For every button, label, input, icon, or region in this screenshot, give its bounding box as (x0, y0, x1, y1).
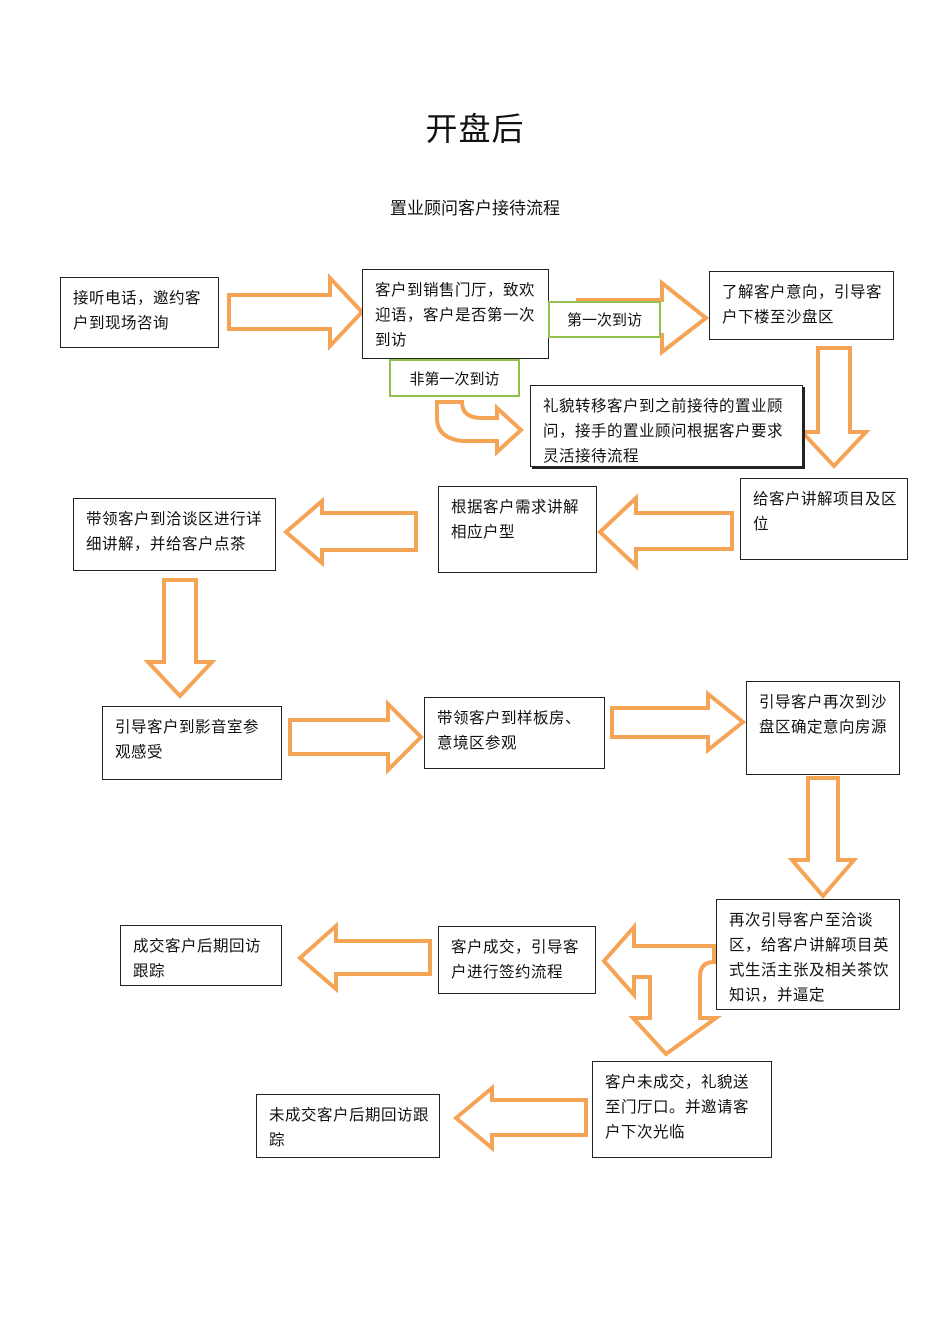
node-confirm-unit: 引导客户再次到沙盘区确定意向房源 (746, 681, 900, 775)
arrow-left-1 (597, 493, 734, 571)
arrow-curve-not-first (435, 400, 524, 457)
node-greet-customer: 客户到销售门厅，致欢迎语，客户是否第一次到访 (362, 269, 549, 359)
branch-first-visit: 第一次到访 (548, 301, 661, 338)
node-explain-unit: 根据客户需求讲解相应户型 (438, 486, 597, 573)
arrow-down-1 (797, 346, 871, 469)
node-understand-intent: 了解客户意向，引导客户下楼至沙盘区 (709, 271, 894, 340)
arrow-down-2 (143, 578, 217, 699)
node-no-deal: 客户未成交，礼貌送至门厅口。并邀请客户下次光临 (592, 1061, 772, 1158)
arrow-left-2 (282, 496, 418, 568)
arrow-left-3 (296, 921, 432, 994)
arrow-right-4 (610, 689, 747, 755)
node-receive-call: 接听电话，邀约客户到现场咨询 (60, 277, 219, 348)
node-deal-followup: 成交客户后期回访跟踪 (120, 925, 282, 986)
node-explain-project: 给客户讲解项目及区位 (740, 478, 908, 560)
node-transfer-consultant: 礼貌转移客户到之前接待的置业顾问，接手的置业顾问根据客户要求灵活接待流程 (530, 385, 803, 467)
node-no-deal-followup: 未成交客户后期回访跟踪 (256, 1094, 440, 1158)
arrow-right-3 (288, 699, 424, 775)
arrow-down-3 (787, 776, 859, 900)
node-negotiation-area: 带领客户到洽谈区进行详细讲解，并给客户点茶 (73, 498, 276, 571)
branch-not-first-visit: 非第一次到访 (389, 359, 520, 397)
arrow-left-4 (452, 1083, 588, 1153)
flowchart-subtitle: 置业顾问客户接待流程 (390, 199, 560, 219)
arrow-right-1 (227, 272, 365, 352)
node-av-room: 引导客户到影音室参观感受 (102, 706, 282, 780)
arrow-fork (601, 921, 723, 1057)
node-showroom: 带领客户到样板房、意境区参观 (424, 697, 605, 769)
page-title: 开盘后 (425, 110, 525, 148)
node-close-deal: 再次引导客户至洽谈区，给客户讲解项目英式生活主张及相关茶饮知识，并逼定 (716, 899, 900, 1010)
node-deal-signed: 客户成交，引导客户进行签约流程 (438, 926, 596, 994)
